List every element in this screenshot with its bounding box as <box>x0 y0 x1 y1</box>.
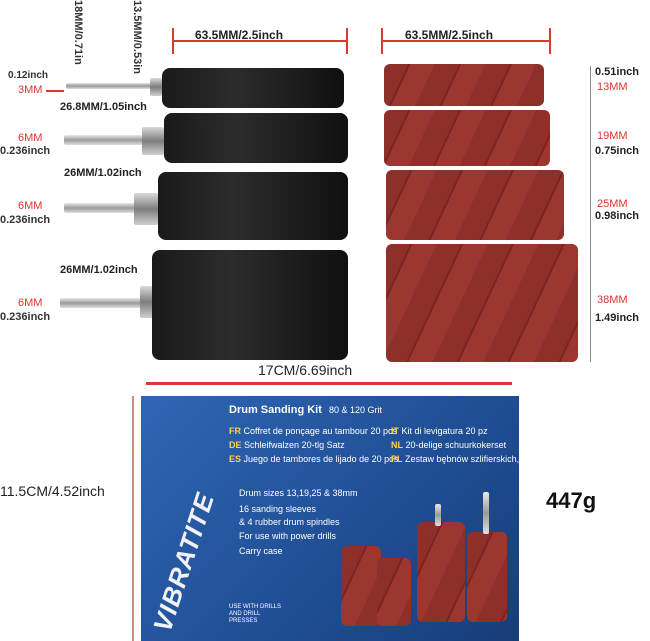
roller-2-shaft <box>64 135 148 145</box>
feature-4: For use with power drills <box>239 531 337 541</box>
box-sleeve-4 <box>467 532 507 622</box>
roller-3-diameter: 26MM/1.02inch <box>64 167 142 179</box>
dimension-tick-right <box>346 28 348 54</box>
shaft-length-label: 18MM/0.71in <box>72 0 84 65</box>
box-spindle-2 <box>483 492 489 534</box>
sleeve-3-mm: 25MM <box>597 198 628 210</box>
total-length-line <box>146 382 512 385</box>
lang-nl: NL 20-delige schuurkokerset <box>391 440 507 450</box>
box-grit: 80 & 120 Grit <box>328 405 382 415</box>
weight-label: 447g <box>546 488 597 513</box>
sleeve-25mm <box>386 170 564 240</box>
box-title: Drum Sanding Kit 80 & 120 Grit <box>229 404 382 416</box>
sleeve-19mm <box>384 110 550 166</box>
roller-1-shaft <box>66 83 158 89</box>
roller-1-leader <box>46 90 64 92</box>
roller-2-diameter: 26.8MM/1.05inch <box>60 101 147 113</box>
roller-2-shaft-mm: 6MM <box>18 132 43 144</box>
product-box: VIBRATITE Drum Sanding Kit 80 & 120 Grit… <box>141 396 548 641</box>
roller-4-shaft-inch: 0.236inch <box>0 311 51 323</box>
sleeve-38mm <box>386 244 578 362</box>
roller-3-shaft-inch: 0.236inch <box>0 214 51 226</box>
box-height-label: 11.5CM/4.52inch <box>0 483 105 499</box>
feature-1: Drum sizes 13,19,25 & 38mm <box>239 488 358 498</box>
box-title-text: Drum Sanding Kit <box>229 404 322 416</box>
sleeve-4-inch: 1.49inch <box>595 312 640 324</box>
roller-1-shaft-mm: 3MM <box>18 84 43 96</box>
feature-3: & 4 rubber drum spindles <box>239 517 340 527</box>
lang-it: IT Kit di levigatura 20 pz <box>391 426 488 436</box>
sleeve-3-inch: 0.98inch <box>595 210 640 222</box>
feature-2: 16 sanding sleeves <box>239 504 317 514</box>
sleeve-2-inch: 0.75inch <box>595 145 640 157</box>
dimension-line-rollers <box>172 40 346 42</box>
lang-es: ES Juego de tambores de lijado de 20 pcs <box>229 454 399 464</box>
roller-2-nut <box>142 127 164 155</box>
roller-2-drum <box>164 113 348 163</box>
roller-width-label: 63.5MM/2.5inch <box>195 28 284 42</box>
shaft-thread-label: 13.5MM/0.53in <box>131 0 143 74</box>
roller-3-shaft <box>64 203 142 213</box>
box-sleeve-2 <box>377 558 411 626</box>
box-spindle-1 <box>435 504 441 526</box>
sleeve-1-inch: 0.51inch <box>595 66 640 78</box>
roller-4-diameter: 26MM/1.02inch <box>60 264 138 276</box>
sleeve-width-label: 63.5MM/2.5inch <box>405 28 494 42</box>
sleeve-4-mm: 38MM <box>597 294 628 306</box>
box-sleeve-1 <box>341 546 381 626</box>
roller-3-nut <box>134 193 158 225</box>
dimension-tick-right-sleeves <box>549 28 551 54</box>
dimension-line-sleeves <box>381 40 551 42</box>
roller-4-shaft-mm: 6MM <box>18 297 43 309</box>
box-sleeve-3 <box>417 522 465 622</box>
roller-1-nut <box>150 78 162 96</box>
roller-3-drum <box>158 172 348 240</box>
brand-strip: VIBRATITE <box>147 426 220 636</box>
lang-fr: FR Coffret de ponçage au tambour 20 pcs <box>229 426 397 436</box>
sleeve-1-mm: 13MM <box>597 81 628 93</box>
box-footnote: USE WITH DRILLS AND DRILL PRESSES <box>229 604 282 624</box>
roller-1-drum <box>162 68 344 108</box>
roller-2-shaft-inch: 0.236inch <box>0 145 51 157</box>
roller-3-shaft-mm: 6MM <box>18 200 43 212</box>
roller-4-drum <box>152 250 348 360</box>
feature-5: Carry case <box>239 546 283 556</box>
roller-1-shaft-inch: 0.12inch <box>8 70 49 81</box>
total-length-label: 17CM/6.69inch <box>258 362 353 378</box>
lang-pl: PL Zestaw bębnów szlifierskich, 20 szt. <box>391 454 549 464</box>
sleeve-dimension-line <box>590 66 591 362</box>
sleeve-13mm <box>384 64 544 106</box>
lang-de: DE Schleifwalzen 20-tlg Satz <box>229 440 345 450</box>
sleeve-2-mm: 19MM <box>597 130 628 142</box>
roller-4-shaft <box>60 298 146 308</box>
brand-logo: VIBRATITE <box>147 488 221 636</box>
box-height-line <box>132 396 134 641</box>
